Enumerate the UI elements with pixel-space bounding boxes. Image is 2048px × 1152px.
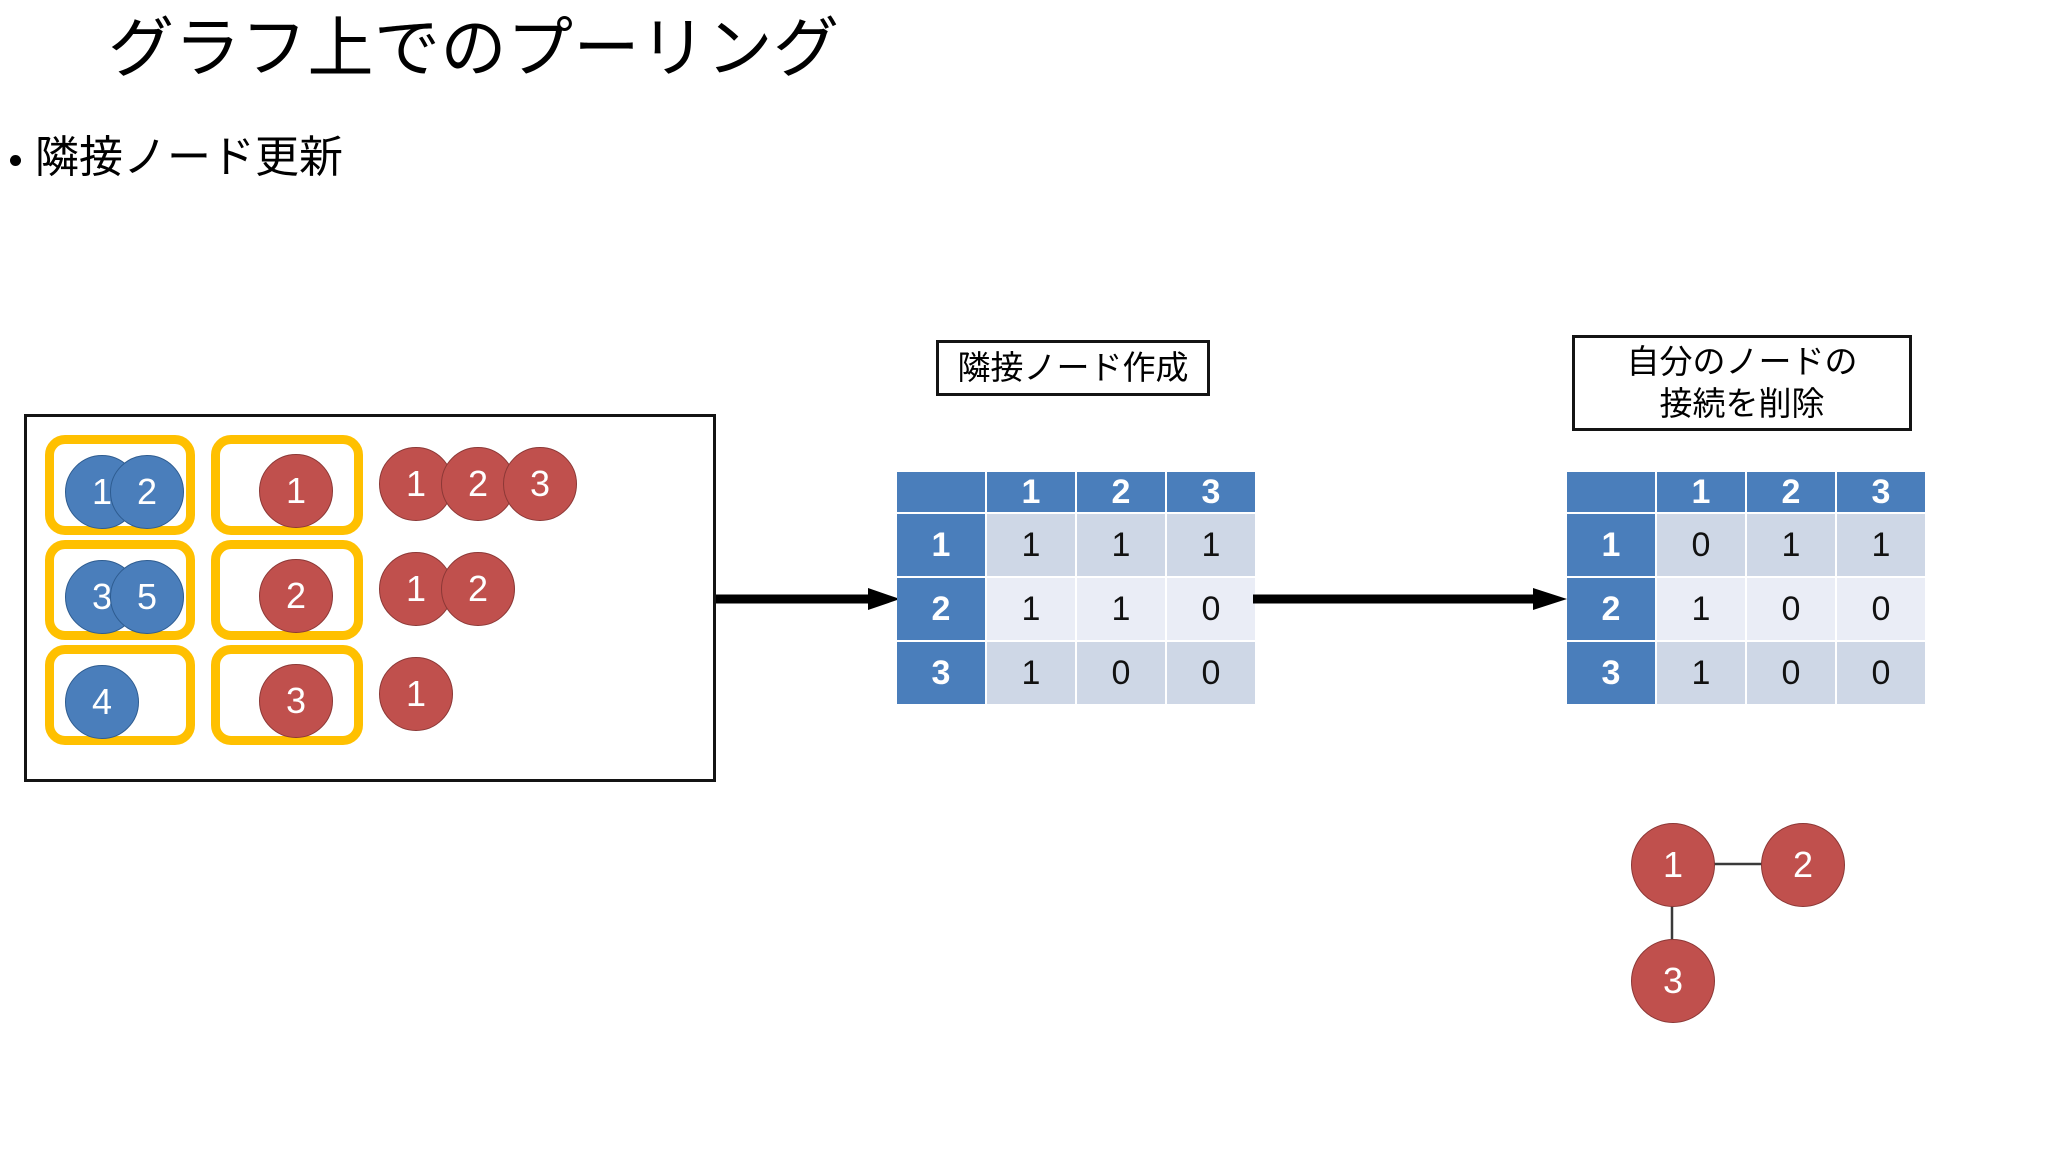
group-box-2: 3 5 (45, 540, 195, 640)
column-header: 3 (1167, 472, 1255, 512)
column-header: 1 (987, 472, 1075, 512)
node-red: 2 (259, 559, 333, 633)
bullet-dot-icon (10, 154, 21, 166)
page-title: グラフ上でのプーリング (108, 11, 840, 85)
matrix-cell: 0 (1747, 642, 1835, 704)
matrix-cell: 1 (1077, 578, 1165, 640)
matrix-cell: 1 (1837, 514, 1925, 576)
matrix-cell: 0 (1077, 642, 1165, 704)
row-header: 3 (1567, 642, 1655, 704)
caption-label-line2: 接続を削除 (1659, 385, 1825, 422)
row-header: 1 (1567, 514, 1655, 576)
neighbor-node: 1 (379, 552, 453, 626)
pooled-group-box-2: 2 (211, 540, 363, 640)
row-header: 3 (897, 642, 985, 704)
node-blue: 5 (110, 560, 184, 634)
column-header: 2 (1747, 472, 1835, 512)
table-corner-cell (1567, 472, 1655, 512)
table-row: 3 1 0 0 (897, 642, 1255, 704)
neighbor-node: 1 (379, 657, 453, 731)
graph-edges (1670, 862, 1802, 980)
bullet-item: 隣接ノード更新 (10, 130, 343, 186)
neighbor-node: 1 (379, 447, 453, 521)
grouping-panel: 1 2 3 5 4 1 2 3 1 2 3 1 2 1 (24, 414, 716, 782)
caption-label-line1: 自分のノードの (1626, 343, 1858, 380)
column-header: 3 (1837, 472, 1925, 512)
table-corner-cell (897, 472, 985, 512)
matrix-cell: 0 (1837, 642, 1925, 704)
column-header: 1 (1657, 472, 1745, 512)
adjacency-matrix-final: 1 2 3 1 0 1 1 2 1 0 0 3 1 0 0 (1565, 470, 1927, 706)
node-red: 1 (259, 454, 333, 528)
column-header: 2 (1077, 472, 1165, 512)
node-blue: 2 (110, 455, 184, 529)
neighbor-node: 3 (503, 447, 577, 521)
row-header: 1 (897, 514, 985, 576)
neighbor-node: 2 (441, 552, 515, 626)
graph-node-2: 2 (1761, 823, 1845, 907)
matrix-cell: 1 (987, 642, 1075, 704)
table-header-row: 1 2 3 (1567, 472, 1925, 512)
table-row: 2 1 0 0 (1567, 578, 1925, 640)
matrix-cell: 1 (987, 578, 1075, 640)
matrix-cell: 1 (1657, 642, 1745, 704)
caption-label: 隣接ノード作成 (957, 349, 1189, 386)
bullet-item-label: 隣接ノード更新 (35, 133, 343, 182)
matrix-cell: 0 (1167, 578, 1255, 640)
matrix-cell: 1 (1077, 514, 1165, 576)
matrix-cell: 1 (1747, 514, 1835, 576)
table-row: 3 1 0 0 (1567, 642, 1925, 704)
matrix-cell: 1 (1657, 578, 1745, 640)
adjacency-matrix-created: 1 2 3 1 1 1 1 2 1 1 0 3 1 0 0 (895, 470, 1257, 706)
matrix-cell: 0 (1837, 578, 1925, 640)
pooled-group-box-1: 1 (211, 435, 363, 535)
caption-box-create-neighbors: 隣接ノード作成 (936, 340, 1210, 396)
node-blue: 4 (65, 665, 139, 739)
graph-node-3: 3 (1631, 939, 1715, 1023)
matrix-cell: 1 (1167, 514, 1255, 576)
matrix-cell: 0 (1657, 514, 1745, 576)
row-header: 2 (897, 578, 985, 640)
node-red: 3 (259, 664, 333, 738)
matrix-cell: 0 (1747, 578, 1835, 640)
matrix-cell: 0 (1167, 642, 1255, 704)
table-row: 2 1 1 0 (897, 578, 1255, 640)
group-box-1: 1 2 (45, 435, 195, 535)
matrix-cell: 1 (987, 514, 1075, 576)
graph-node-1: 1 (1631, 823, 1715, 907)
arrow-right-2 (1253, 588, 1567, 610)
caption-box-remove-self-connection: 自分のノードの 接続を削除 (1572, 335, 1912, 431)
row-header: 2 (1567, 578, 1655, 640)
table-header-row: 1 2 3 (897, 472, 1255, 512)
arrow-right-1 (716, 588, 900, 610)
table-row: 1 1 1 1 (897, 514, 1255, 576)
group-box-3: 4 (45, 645, 195, 745)
table-row: 1 0 1 1 (1567, 514, 1925, 576)
pooled-group-box-3: 3 (211, 645, 363, 745)
result-graph: 1 2 3 (1590, 780, 1910, 1060)
